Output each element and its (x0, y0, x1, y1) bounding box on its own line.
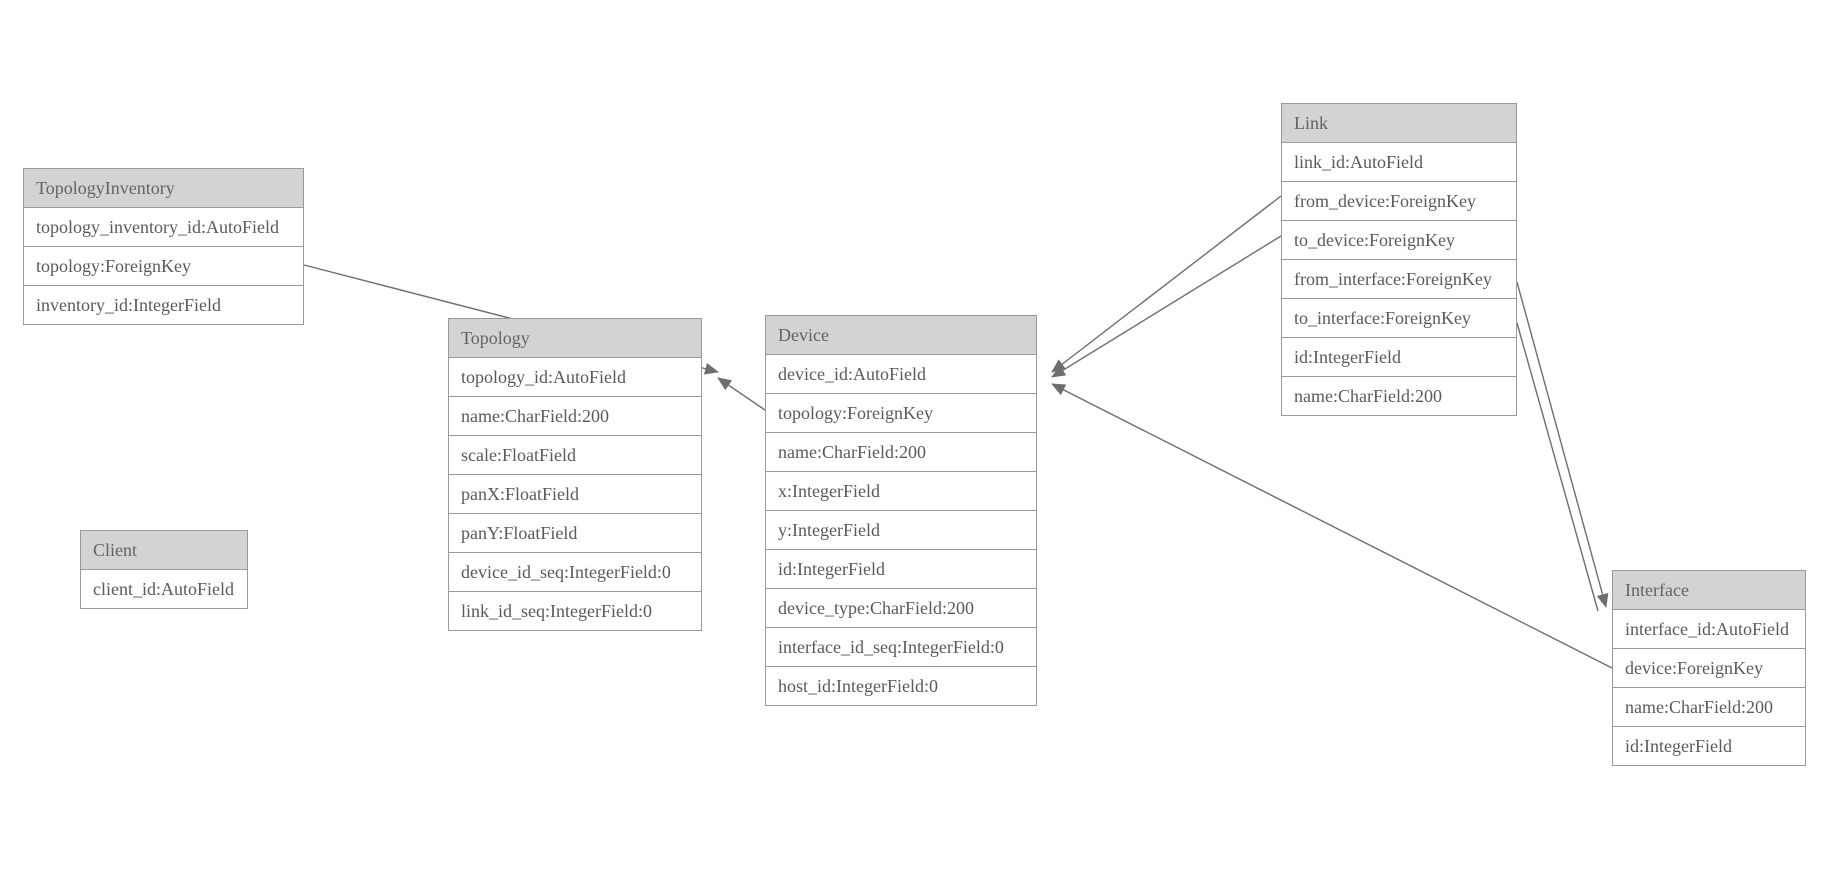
entity-field[interactable]: name:CharField:200 (449, 397, 701, 436)
entity-field[interactable]: interface_id:AutoField (1613, 610, 1805, 649)
entity-field[interactable]: link_id_seq:IntegerField:0 (449, 592, 701, 630)
entity-field[interactable]: topology_id:AutoField (449, 358, 701, 397)
entity-title-client: Client (81, 531, 247, 570)
entity-field[interactable]: topology:ForeignKey (24, 247, 303, 286)
entity-field[interactable]: topology_inventory_id:AutoField (24, 208, 303, 247)
entity-title-link: Link (1282, 104, 1516, 143)
entity-field[interactable]: name:CharField:200 (1282, 377, 1516, 415)
entity-field[interactable]: link_id:AutoField (1282, 143, 1516, 182)
edge-link-from-interface (1516, 281, 1609, 608)
entity-field[interactable]: scale:FloatField (449, 436, 701, 475)
entity-field[interactable]: device:ForeignKey (1613, 649, 1805, 688)
entity-field[interactable]: device_id_seq:IntegerField:0 (449, 553, 701, 592)
edge-interface-device (1051, 383, 1613, 669)
entity-field[interactable]: name:CharField:200 (766, 433, 1036, 472)
entity-field[interactable]: from_interface:ForeignKey (1282, 260, 1516, 299)
entity-field[interactable]: name:CharField:200 (1613, 688, 1805, 727)
entity-field[interactable]: device_type:CharField:200 (766, 589, 1036, 628)
entity-field[interactable]: to_interface:ForeignKey (1282, 299, 1516, 338)
entity-title-device: Device (766, 316, 1036, 355)
entity-field[interactable]: host_id:IntegerField:0 (766, 667, 1036, 705)
edge-link-from-device (1051, 195, 1282, 373)
entity-field[interactable]: x:IntegerField (766, 472, 1036, 511)
entity-field[interactable]: panX:FloatField (449, 475, 701, 514)
edge-link-to-interface (1516, 322, 1599, 612)
entity-title-topology: Topology (449, 319, 701, 358)
entity-title-interface: Interface (1613, 571, 1805, 610)
entity-field[interactable]: panY:FloatField (449, 514, 701, 553)
entity-field[interactable]: from_device:ForeignKey (1282, 182, 1516, 221)
entity-field[interactable]: id:IntegerField (1613, 727, 1805, 765)
entity-field[interactable]: y:IntegerField (766, 511, 1036, 550)
entity-title-topology_inventory: TopologyInventory (24, 169, 303, 208)
entity-field[interactable]: id:IntegerField (1282, 338, 1516, 377)
edge-link-to-device (1051, 235, 1282, 378)
entity-field[interactable]: device_id:AutoField (766, 355, 1036, 394)
edge-device-topology (717, 377, 766, 411)
entity-field[interactable]: topology:ForeignKey (766, 394, 1036, 433)
entity-field[interactable]: to_device:ForeignKey (1282, 221, 1516, 260)
entity-field[interactable]: client_id:AutoField (81, 570, 247, 608)
entity-field[interactable]: inventory_id:IntegerField (24, 286, 303, 324)
entity-field[interactable]: id:IntegerField (766, 550, 1036, 589)
entity-field[interactable]: interface_id_seq:IntegerField:0 (766, 628, 1036, 667)
